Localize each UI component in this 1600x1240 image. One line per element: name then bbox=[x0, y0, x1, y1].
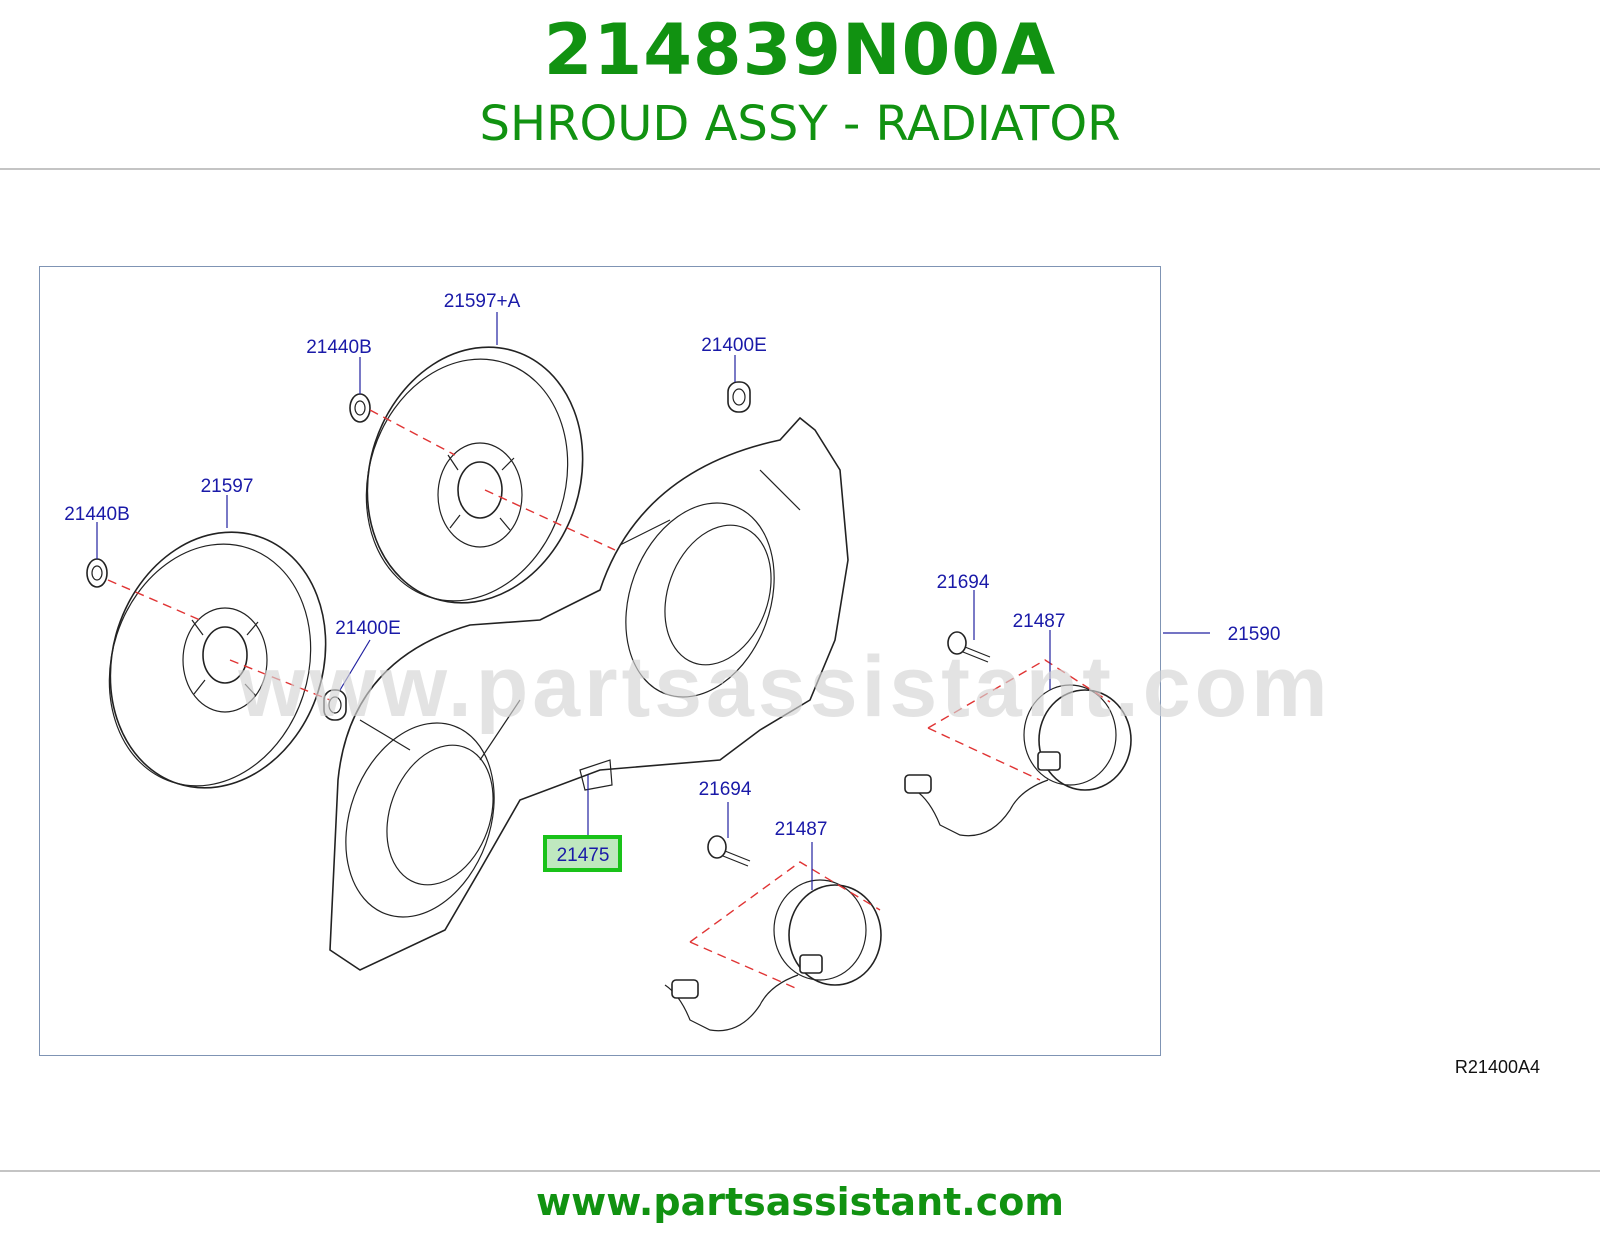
callout-fan-upper[interactable]: 21597+A bbox=[444, 291, 521, 312]
callout-collar-lower[interactable]: 21400E bbox=[335, 618, 401, 639]
shroud[interactable] bbox=[320, 416, 849, 971]
nut-lower[interactable] bbox=[86, 558, 108, 588]
callout-nut-upper[interactable]: 21440B bbox=[306, 337, 372, 358]
callout-motor-upper[interactable]: 21487 bbox=[1013, 611, 1066, 632]
callout-assembly[interactable]: 21590 bbox=[1228, 624, 1281, 645]
callout-fan-lower[interactable]: 21597 bbox=[201, 476, 254, 497]
callout-nut-lower[interactable]: 21440B bbox=[64, 504, 130, 525]
header-divider bbox=[0, 168, 1600, 170]
motor-lower[interactable] bbox=[664, 879, 882, 1032]
fan-upper[interactable] bbox=[335, 319, 615, 631]
nut-upper[interactable] bbox=[349, 393, 371, 423]
collar-lower[interactable] bbox=[323, 689, 347, 721]
diagram-reference-code: R21400A4 bbox=[1454, 1057, 1540, 1077]
watermark: www.partsassistant.com bbox=[237, 639, 1331, 735]
bolt-upper[interactable] bbox=[947, 631, 991, 663]
footer-divider bbox=[0, 1170, 1600, 1172]
diagram-frame bbox=[39, 266, 1161, 1056]
callout-motor-lower[interactable]: 21487 bbox=[775, 819, 828, 840]
footer-url[interactable]: www.partsassistant.com bbox=[536, 1180, 1064, 1224]
callout-bolt-lower[interactable]: 21694 bbox=[699, 779, 752, 800]
callout-collar-upper[interactable]: 21400E bbox=[701, 335, 767, 356]
fan-lower[interactable] bbox=[78, 504, 358, 816]
collar-upper[interactable] bbox=[727, 381, 751, 413]
bolt-lower[interactable] bbox=[707, 835, 751, 867]
part-name-subtitle: SHROUD ASSY - RADIATOR bbox=[479, 96, 1121, 152]
callout-bolt-upper[interactable]: 21694 bbox=[937, 572, 990, 593]
callout-shroud[interactable]: 21475 bbox=[557, 845, 610, 866]
motor-upper[interactable] bbox=[904, 684, 1132, 837]
header: 214839N00A SHROUD ASSY - RADIATOR bbox=[0, 0, 1600, 170]
callout-shroud-highlight bbox=[543, 835, 622, 872]
part-number-title: 214839N00A bbox=[543, 9, 1057, 91]
